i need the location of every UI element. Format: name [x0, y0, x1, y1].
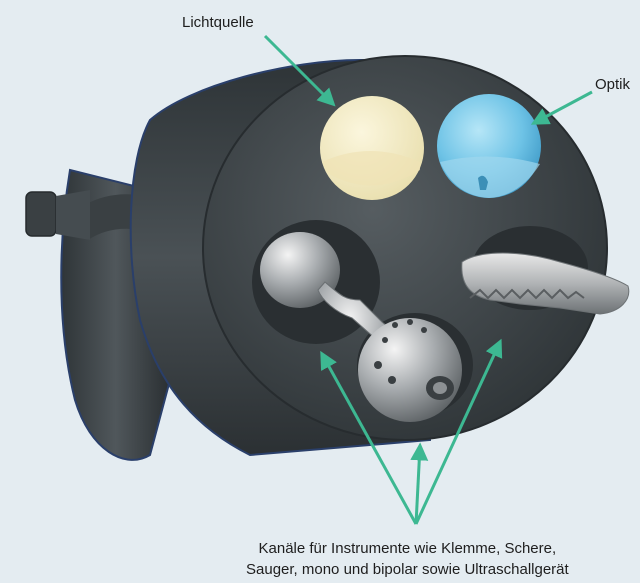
- connector-knob: [26, 192, 56, 236]
- label-light-source: Lichtquelle: [182, 14, 254, 31]
- ultrasound-instrument: [358, 318, 462, 422]
- label-optics: Optik: [595, 76, 630, 93]
- arrow-channel-bottom: [416, 446, 420, 524]
- label-instrument-channels: Kanäle für Instrumente wie Klemme, Scher…: [246, 538, 569, 580]
- label-channels-line2: Sauger, mono und bipolar sowie Ultrascha…: [246, 559, 569, 580]
- label-channels-line1: Kanäle für Instrumente wie Klemme, Scher…: [246, 538, 569, 559]
